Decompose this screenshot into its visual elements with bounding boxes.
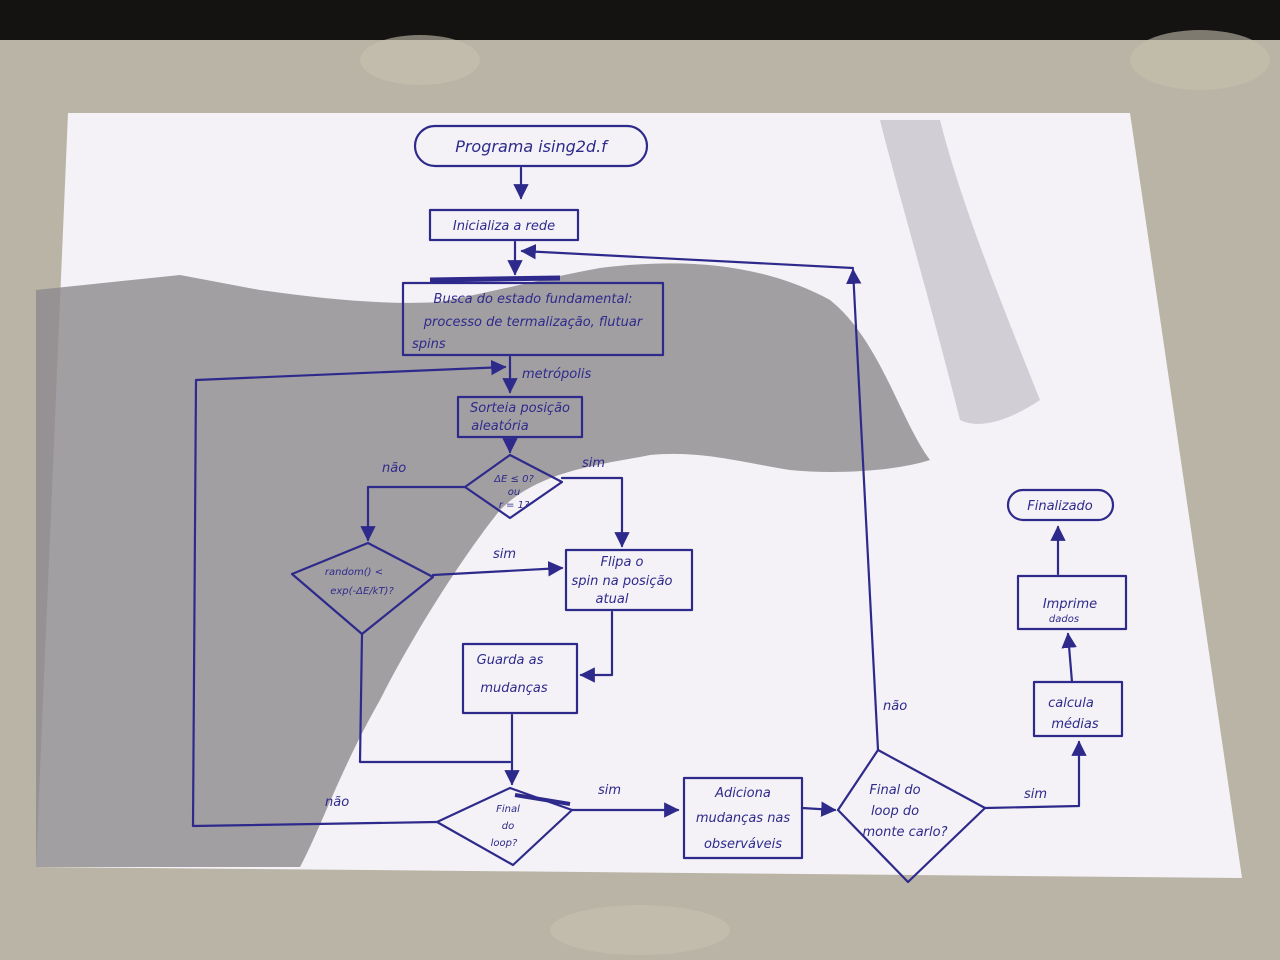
node-ground-state: Busca do estado fundamental: processo de… [401,275,665,357]
node-random-position: Sorteia posição aleatória [456,395,584,439]
arrow-loop-no-back [191,359,507,828]
arrow-averages-print [1061,632,1077,684]
node-ground-state-line3: spins [412,337,446,352]
node-averages-line2: médias [1051,717,1098,732]
node-start: Programa ising2d.f [413,124,649,168]
node-random-position-line1: Sorteia posição [470,401,570,416]
node-flip-line2: spin na posição [571,574,672,589]
node-print: Imprime dados [1016,574,1128,631]
node-end-label: Finalizado [1027,499,1093,514]
decision-loop-line3: loop? [491,838,518,849]
fabric-pattern [360,35,480,85]
decision-random-line1: random() < [325,567,383,578]
node-add-obs-line2: mudanças nas [696,811,791,826]
decision-mc-line1: Final do [869,783,920,798]
node-ground-state-line1: Busca do estado fundamental: [434,292,633,307]
node-random-position-line2: aleatória [471,419,529,434]
arrow-random-yes-flip [431,561,564,577]
node-print-line1: Imprime [1043,597,1097,612]
node-init: Inicializa a rede [428,208,580,242]
node-init-label: Inicializa a rede [453,219,555,234]
arrow-add-mc [800,801,837,817]
connectors [191,166,1087,828]
arrow-energy-no-random [360,485,467,542]
arrow-random-no-join [358,632,512,764]
decision-mc-line3: monte carlo? [862,825,947,840]
node-ground-state-line2: processo de termalização, flutuar [423,315,644,330]
label-sim-3: sim [598,783,621,798]
node-decision-montecarlo: Final do loop do monte carlo? [836,748,987,884]
decision-mc-line2: loop do [871,804,919,819]
label-sim-1: sim [582,456,605,471]
fabric-pattern [1130,30,1270,90]
decision-random-line2: exp(-ΔE/kT)? [330,586,394,597]
hand-shadow [880,120,1040,424]
node-add-obs-line1: Adiciona [714,786,771,801]
decision-energy-line1: ΔE ≤ 0? [493,474,534,485]
decision-energy-line3: r = 1? [499,500,530,511]
arrow-mc-no-up [846,268,880,752]
label-nao-2: não [325,795,349,810]
node-start-label: Programa ising2d.f [455,137,609,156]
scribble-mark [429,275,561,283]
label-nao-3: não [883,699,907,714]
node-decision-loop: Final do loop? [435,786,574,867]
label-sim-2: sim [493,547,516,562]
node-end: Finalizado [1006,488,1115,522]
node-print-line2: dados [1049,614,1079,625]
arrow-mc-no-back [520,244,855,270]
fabric-pattern [550,905,730,955]
label-metropolis: metrópolis [522,367,591,382]
node-flip-line1: Flipa o [600,555,643,570]
node-add-observables: Adiciona mudanças nas observáveis [682,776,804,860]
node-store: Guarda as mudanças [461,642,579,715]
label-sim-4: sim [1024,787,1047,802]
decision-loop-line1: Final [496,804,520,815]
decision-energy-line2: ou [508,487,520,498]
node-decision-energy: ΔE ≤ 0? ou r = 1? [463,453,564,520]
label-nao-1: não [382,461,406,476]
arrow-energy-yes-flip [560,476,630,548]
node-add-obs-line3: observáveis [704,837,782,852]
decision-loop-line2: do [502,821,514,832]
node-store-line2: mudanças [480,681,547,696]
node-averages: calcula médias [1032,680,1124,738]
arrow-flip-store [579,610,614,683]
background-top-dark [0,0,1280,40]
node-store-line1: Guarda as [477,653,544,668]
arrow-mc-yes-averages [983,740,1087,810]
node-flip-line3: atual [596,592,629,607]
hand-shadow [36,263,930,868]
node-averages-line1: calcula [1048,696,1094,711]
node-flip: Flipa o spin na posição atual [564,548,694,612]
